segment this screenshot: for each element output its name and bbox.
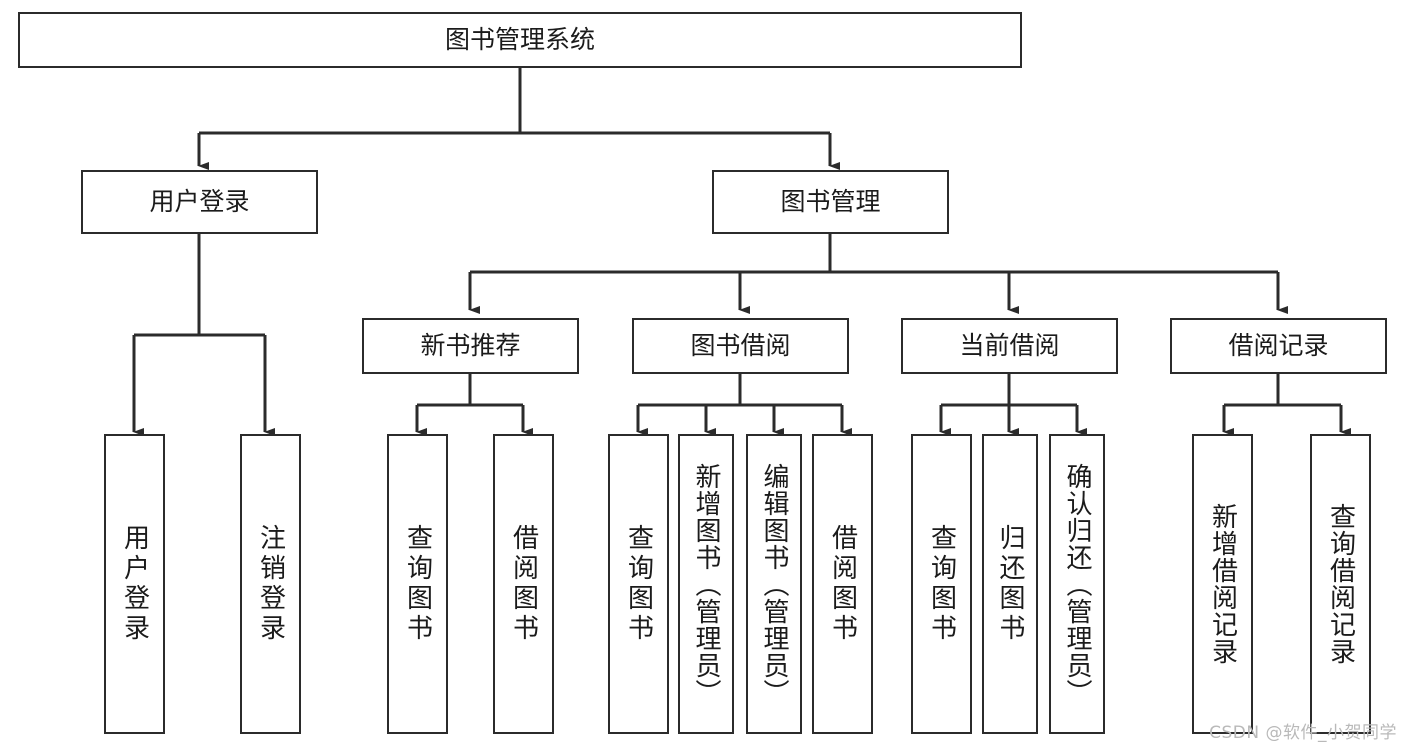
csdn-watermark: CSDN @软件_小贺同学 — [1209, 723, 1397, 743]
node-label: 借阅图书 — [827, 524, 858, 644]
leaf-new-book-query[interactable]: 查询图书 — [387, 434, 448, 734]
node-book-borrow[interactable]: 图书借阅 — [632, 318, 849, 374]
node-label: 注销登录 — [255, 524, 286, 644]
node-label: 归还图书 — [995, 524, 1025, 644]
node-current-borrow[interactable]: 当前借阅 — [901, 318, 1118, 374]
node-label: 编辑图书（管理员） — [759, 462, 789, 706]
node-label: 当前借阅 — [959, 330, 1060, 360]
node-label: 查询图书 — [402, 524, 433, 644]
node-label: 查询图书 — [926, 524, 957, 644]
node-label: 新增借阅记录 — [1207, 503, 1238, 665]
leaf-query-borrow-record[interactable]: 查询借阅记录 — [1310, 434, 1371, 734]
node-label: 借阅图书 — [508, 524, 539, 644]
leaf-current-query-book[interactable]: 查询图书 — [911, 434, 972, 734]
leaf-confirm-return-admin[interactable]: 确认归还（管理员） — [1049, 434, 1105, 734]
node-label: 用户登录 — [119, 524, 150, 644]
node-label: 查询借阅记录 — [1325, 503, 1356, 665]
leaf-return-book[interactable]: 归还图书 — [982, 434, 1038, 734]
node-new-book-recommend[interactable]: 新书推荐 — [362, 318, 579, 374]
node-label: 图书管理 — [780, 186, 881, 216]
node-label: 借阅记录 — [1228, 330, 1329, 360]
leaf-user-login[interactable]: 用户登录 — [104, 434, 165, 734]
leaf-edit-book-admin[interactable]: 编辑图书（管理员） — [746, 434, 802, 734]
node-label: 新增图书（管理员） — [691, 462, 721, 706]
node-label: 图书管理系统 — [444, 24, 595, 54]
node-label: 查询图书 — [623, 524, 654, 644]
leaf-borrow-book[interactable]: 借阅图书 — [812, 434, 873, 734]
node-label: 图书借阅 — [690, 330, 791, 360]
node-label: 确认归还（管理员） — [1062, 462, 1092, 706]
node-label: 用户登录 — [149, 186, 250, 216]
node-user-login[interactable]: 用户登录 — [81, 170, 318, 234]
node-label: 新书推荐 — [420, 330, 521, 360]
leaf-add-book-admin[interactable]: 新增图书（管理员） — [678, 434, 734, 734]
leaf-logout[interactable]: 注销登录 — [240, 434, 301, 734]
leaf-add-borrow-record[interactable]: 新增借阅记录 — [1192, 434, 1253, 734]
leaf-borrow-query-book[interactable]: 查询图书 — [608, 434, 669, 734]
leaf-new-book-borrow[interactable]: 借阅图书 — [493, 434, 554, 734]
node-root-system[interactable]: 图书管理系统 — [18, 12, 1022, 68]
node-borrow-record[interactable]: 借阅记录 — [1170, 318, 1387, 374]
node-book-management[interactable]: 图书管理 — [712, 170, 949, 234]
